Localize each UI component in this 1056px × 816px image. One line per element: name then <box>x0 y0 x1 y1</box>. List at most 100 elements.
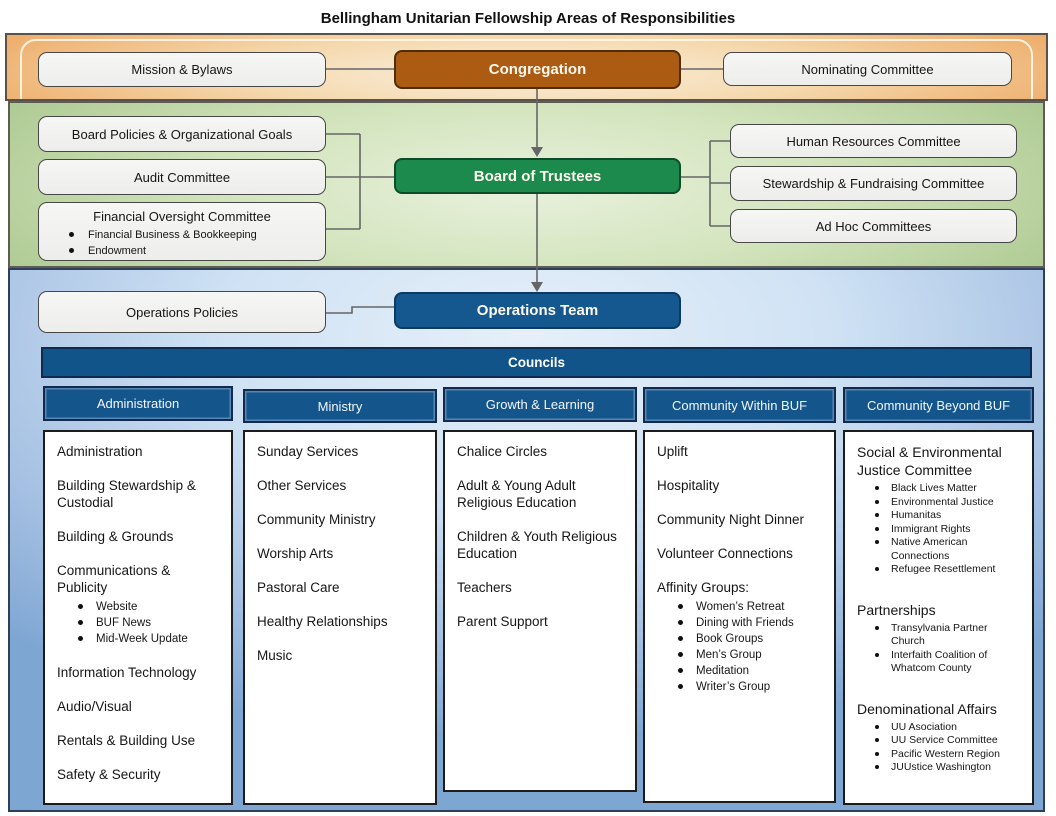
council-header-ministry: Ministry <box>243 389 437 423</box>
bullet-text: Environmental Justice <box>891 495 994 508</box>
header-label: Community Within BUF <box>671 397 808 413</box>
bullet-text: Meditation <box>696 665 750 677</box>
council-item: Building Stewardship & Custodial <box>57 477 223 511</box>
council-item-label: Administration <box>57 444 143 459</box>
box-label: Mission & Bylaws <box>131 62 233 77</box>
box-label: Nominating Committee <box>801 61 934 77</box>
congregation-box: Congregation <box>394 50 681 89</box>
councils-label: Councils <box>507 355 565 370</box>
bullet-item: Mid-Week Update <box>57 631 223 647</box>
council-item: Chalice Circles <box>457 443 627 460</box>
stewardship-fundraising-box: Stewardship & Fundraising Committee <box>730 166 1017 201</box>
bullet-item: Pacific Western Region <box>857 748 1024 762</box>
council-item-label: Information Technology <box>57 665 197 680</box>
bullet-text: Black Lives Matter <box>891 482 977 494</box>
council-header-community-within-buf: Community Within BUF <box>643 387 836 423</box>
council-item-label: Parent Support <box>457 614 548 629</box>
box-label: Ad Hoc Committees <box>815 218 932 234</box>
bullet-item: Meditation <box>657 663 826 679</box>
council-item: Volunteer Connections <box>657 545 826 562</box>
bullet-text: Immigrant Rights <box>891 522 971 535</box>
bullet-text: Men’s Group <box>696 649 762 661</box>
council-item: Other Services <box>257 477 427 494</box>
bullet-item: Immigrant Rights <box>857 523 1024 537</box>
bullet-item: Native American Connections <box>857 536 1024 563</box>
mission-bylaws-box: Mission & Bylaws <box>38 52 326 87</box>
bullet-dot <box>875 751 879 756</box>
council-item: Children & Youth Religious Education <box>457 528 627 562</box>
bullet-text: Native American Connections <box>891 536 968 562</box>
council-item-label: Pastoral Care <box>257 580 340 595</box>
bullet-item: Endowment <box>39 243 325 259</box>
council-item: Sunday Services <box>257 443 427 460</box>
council-item: Uplift <box>657 443 826 460</box>
bullet-dot <box>678 604 683 609</box>
bullet-item: Refugee Resettlement <box>857 563 1024 577</box>
council-item-label: Denominational Affairs <box>857 700 997 717</box>
bullet-dot <box>678 620 683 625</box>
bullet-text: BUF News <box>96 617 151 629</box>
header-label: Community Beyond BUF <box>866 397 1011 413</box>
bullet-dot <box>69 232 74 237</box>
audit-committee-box: Audit Committee <box>38 159 326 195</box>
bullet-item: UU Service Committee <box>857 734 1024 748</box>
council-item-label: Building Stewardship & Custodial <box>57 478 196 510</box>
council-item-label: Worship Arts <box>257 546 334 561</box>
council-item: Administration <box>57 443 223 460</box>
council-item-label: Hospitality <box>657 478 720 493</box>
operations-policies-box: Operations Policies <box>38 291 326 333</box>
operations-team-box: Operations Team <box>394 292 681 329</box>
bullet-item: Website <box>57 599 223 615</box>
council-item-label: Chalice Circles <box>457 444 548 459</box>
council-item: Information Technology <box>57 664 223 681</box>
bullet-dot <box>875 765 879 769</box>
bullet-text: JUUstice Washington <box>891 761 991 773</box>
box-label: Stewardship & Fundraising Committee <box>762 176 985 191</box>
council-item-label: Audio/Visual <box>57 699 132 714</box>
bullet-item: Environmental Justice <box>857 496 1024 510</box>
bullet-dot <box>875 499 879 504</box>
council-item-label: Rentals & Building Use <box>57 733 196 748</box>
board-policies-box: Board Policies & Organizational Goals <box>38 116 326 152</box>
bullet-dot <box>875 526 879 531</box>
box-label: Board Policies & Organizational Goals <box>71 126 293 142</box>
council-item-label: Uplift <box>657 444 688 459</box>
header-label: Administration <box>96 396 180 411</box>
council-item-label: Healthy Relationships <box>257 614 388 629</box>
header-label: Ministry <box>317 398 363 414</box>
financial-oversight-box: Financial Oversight Committee Financial … <box>38 202 326 261</box>
box-label: Congregation <box>488 61 587 78</box>
council-header-administration: Administration <box>43 386 233 421</box>
council-item: Safety & Security <box>57 766 223 783</box>
council-item-label: Social & Environmental Justice Committee <box>857 444 1002 478</box>
bullet-text: Endowment <box>88 245 147 257</box>
bullet-item: Men’s Group <box>657 647 826 663</box>
bullet-dot <box>78 636 83 641</box>
bullet-text: Humanitas <box>891 509 942 521</box>
bullet-dot <box>678 668 683 673</box>
bullet-dot <box>875 540 879 544</box>
council-column-community-beyond-buf: Social & Environmental Justice Committee… <box>843 430 1034 805</box>
council-header-community-beyond-buf: Community Beyond BUF <box>843 387 1034 423</box>
council-item: Rentals & Building Use <box>57 732 223 749</box>
council-item-label: Music <box>257 648 293 663</box>
human-resources-box: Human Resources Committee <box>730 124 1017 158</box>
header-label: Growth & Learning <box>485 397 595 412</box>
bullet-item: Writer’s Group <box>657 679 826 695</box>
council-item-label: Communications & Publicity <box>57 563 171 595</box>
bullet-item: Financial Business & Bookkeeping <box>39 227 325 243</box>
council-item-label: Volunteer Connections <box>657 546 793 561</box>
bullet-item: Humanitas <box>857 509 1024 523</box>
bullet-dot <box>78 620 83 625</box>
bullet-item: JUUstice Washington <box>857 761 1024 775</box>
bullet-item: Book Groups <box>657 631 826 647</box>
bullet-item: Women’s Retreat <box>657 599 826 615</box>
bullet-text: Book Groups <box>696 633 764 645</box>
page-title: Bellingham Unitarian Fellowship Areas of… <box>320 10 736 27</box>
council-item: Audio/Visual <box>57 698 223 715</box>
decorative-rounded-outline <box>20 39 1033 99</box>
